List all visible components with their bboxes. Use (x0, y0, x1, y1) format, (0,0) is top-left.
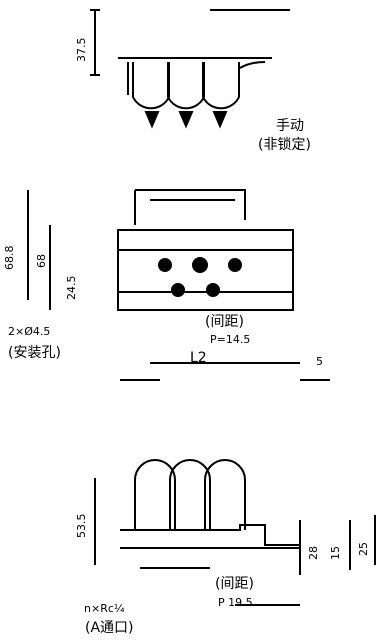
mounting-holes-label: (安装孔) (8, 345, 61, 361)
manual-label: 手动 (276, 118, 304, 134)
middle-pitch-dimension: P=14.5 (210, 333, 251, 346)
middle-pitch-label: (间距) (205, 314, 244, 330)
side-dimension-2: 15 (329, 546, 342, 560)
hole-spec: 2×Ø4.5 (8, 325, 51, 338)
side-dimension-1: 28 (307, 546, 320, 560)
bottom-view (94, 459, 376, 606)
bottom-pitch-label: (间距) (215, 576, 254, 592)
bottom-pitch-dimension: P 19.5 (218, 596, 253, 609)
bottom-height-dimension: 53.5 (75, 513, 88, 539)
length-L2-dimension: L2 (190, 350, 207, 366)
offset-5-dimension: 5 (316, 355, 323, 368)
top-view (90, 9, 290, 129)
middle-height-dimension-a: 68.8 (3, 245, 16, 271)
middle-height-dimension-b: 68 (35, 254, 48, 268)
middle-height-dimension-c: 24.5 (65, 275, 78, 301)
middle-view (27, 189, 330, 381)
side-dimension-3: 25 (357, 542, 370, 556)
port-spec: n×Rc¼ (84, 602, 125, 615)
non-locking-label: (非锁定) (258, 137, 311, 153)
top-height-dimension: 37.5 (75, 37, 88, 63)
a-port-label: (A通口) (85, 620, 134, 636)
